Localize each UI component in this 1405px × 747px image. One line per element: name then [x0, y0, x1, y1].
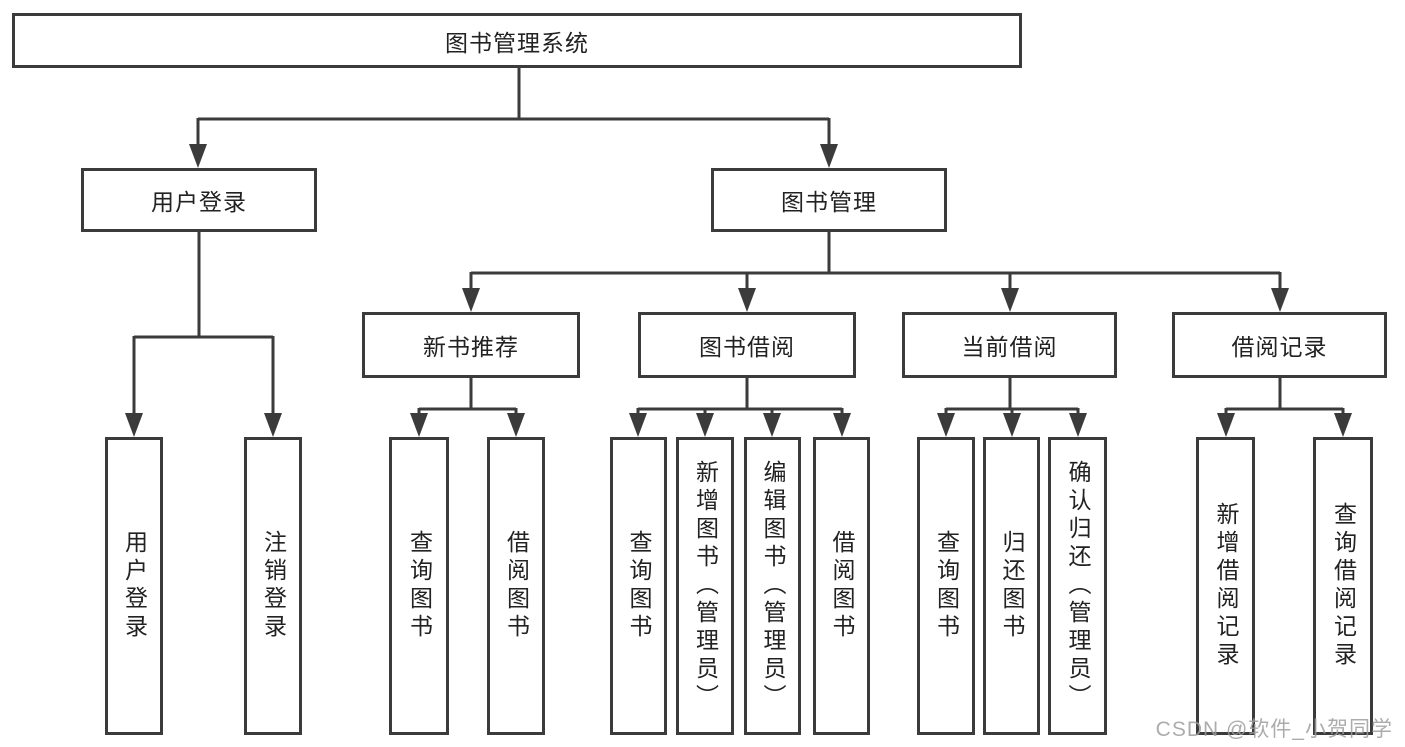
- node-book-borrow-label: 图书借阅: [699, 334, 795, 360]
- node-user-login-label: 用户登录: [151, 189, 247, 215]
- node-new-book-recommend-label: 新书推荐: [423, 334, 519, 360]
- leaf-recommend-query-books-label: 查询图书: [406, 530, 433, 642]
- node-current-borrow: 当前借阅: [902, 312, 1117, 378]
- node-user-login: 用户登录: [81, 168, 317, 232]
- leaf-current-query-books: 查询图书: [917, 437, 975, 735]
- leaf-query-borrow-record: 查询借阅记录: [1313, 437, 1373, 735]
- leaf-recommend-borrow-books: 借阅图书: [487, 437, 545, 735]
- leaf-query-borrow-record-label: 查询借阅记录: [1330, 502, 1357, 670]
- leaf-return-books: 归还图书: [983, 437, 1040, 735]
- leaf-logout: 注销登录: [244, 437, 302, 735]
- leaf-recommend-query-books: 查询图书: [389, 437, 449, 735]
- node-borrow-records-label: 借阅记录: [1231, 334, 1328, 360]
- leaf-borrow-query-books: 查询图书: [610, 437, 667, 735]
- leaf-add-borrow-record-label: 新增借阅记录: [1213, 502, 1239, 670]
- leaf-borrow-books-label: 借阅图书: [829, 530, 855, 642]
- leaf-add-borrow-record: 新增借阅记录: [1196, 437, 1255, 735]
- leaf-confirm-return-admin-label: 确认归还（管理员）: [1065, 460, 1091, 712]
- node-book-borrow: 图书借阅: [638, 312, 856, 378]
- leaf-add-books-admin: 新增图书（管理员）: [676, 437, 734, 735]
- node-library-system: 图书管理系统: [12, 13, 1022, 68]
- leaf-confirm-return-admin: 确认归还（管理员）: [1048, 437, 1107, 735]
- arrowhead-icons: [125, 144, 1352, 437]
- leaf-return-books-label: 归还图书: [999, 530, 1025, 642]
- node-borrow-records: 借阅记录: [1172, 312, 1387, 378]
- leaf-edit-books-admin-label: 编辑图书（管理员）: [760, 460, 786, 712]
- leaf-logout-label: 注销登录: [260, 530, 287, 642]
- leaf-add-books-admin-label: 新增图书（管理员）: [692, 460, 719, 712]
- leaf-borrow-query-books-label: 查询图书: [626, 530, 652, 642]
- node-book-management: 图书管理: [711, 168, 947, 232]
- leaf-borrow-books: 借阅图书: [813, 437, 870, 735]
- csdn-watermark: CSDN @软件_小贺同学: [1155, 718, 1393, 741]
- node-book-management-label: 图书管理: [781, 189, 877, 215]
- leaf-recommend-borrow-books-label: 借阅图书: [503, 530, 530, 642]
- leaf-user-login-label: 用户登录: [121, 530, 148, 642]
- node-current-borrow-label: 当前借阅: [961, 334, 1058, 360]
- leaf-current-query-books-label: 查询图书: [933, 530, 960, 642]
- node-library-system-label: 图书管理系统: [445, 29, 589, 56]
- leaf-edit-books-admin: 编辑图书（管理员）: [744, 437, 801, 735]
- leaf-user-login: 用户登录: [105, 437, 163, 735]
- node-new-book-recommend: 新书推荐: [362, 312, 580, 378]
